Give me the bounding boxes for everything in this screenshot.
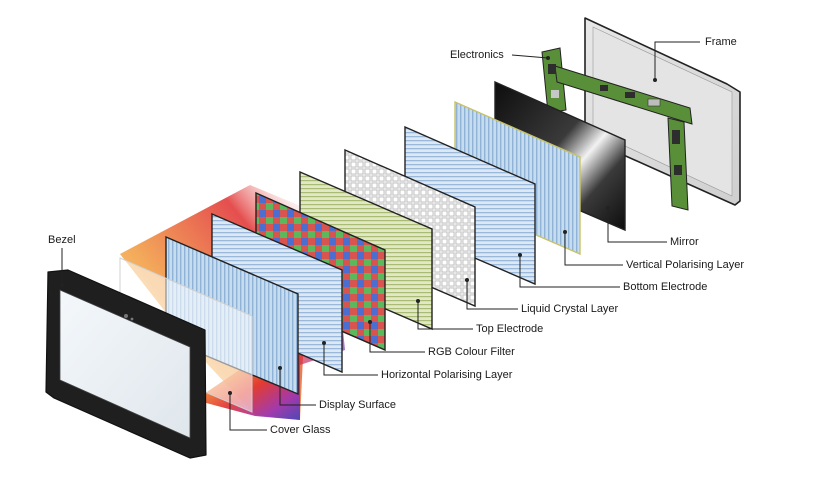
label-mirror: Mirror <box>670 236 699 248</box>
label-bezel: Bezel <box>48 234 76 246</box>
label-display-surface: Display Surface <box>319 399 397 411</box>
label-rgb-colour-filter: RGB Colour Filter <box>428 346 515 358</box>
label-bottom-electrode: Bottom Electrode <box>623 281 708 293</box>
label-liquid-crystal-layer: Liquid Crystal Layer <box>521 303 619 315</box>
label-electronics: Electronics <box>450 49 504 61</box>
label-top-electrode: Top Electrode <box>476 323 544 335</box>
bezel-tablet <box>45 269 207 459</box>
label-vertical-polarising-layer: Vertical Polarising Layer <box>626 259 745 271</box>
electronics-board <box>541 47 693 211</box>
label-cover-glass: Cover Glass <box>270 424 331 436</box>
label-frame: Frame <box>705 36 737 48</box>
label-horizontal-polarising-layer: Horizontal Polarising Layer <box>381 369 513 381</box>
leader-lines <box>61 41 700 431</box>
leader-dots <box>60 56 657 395</box>
